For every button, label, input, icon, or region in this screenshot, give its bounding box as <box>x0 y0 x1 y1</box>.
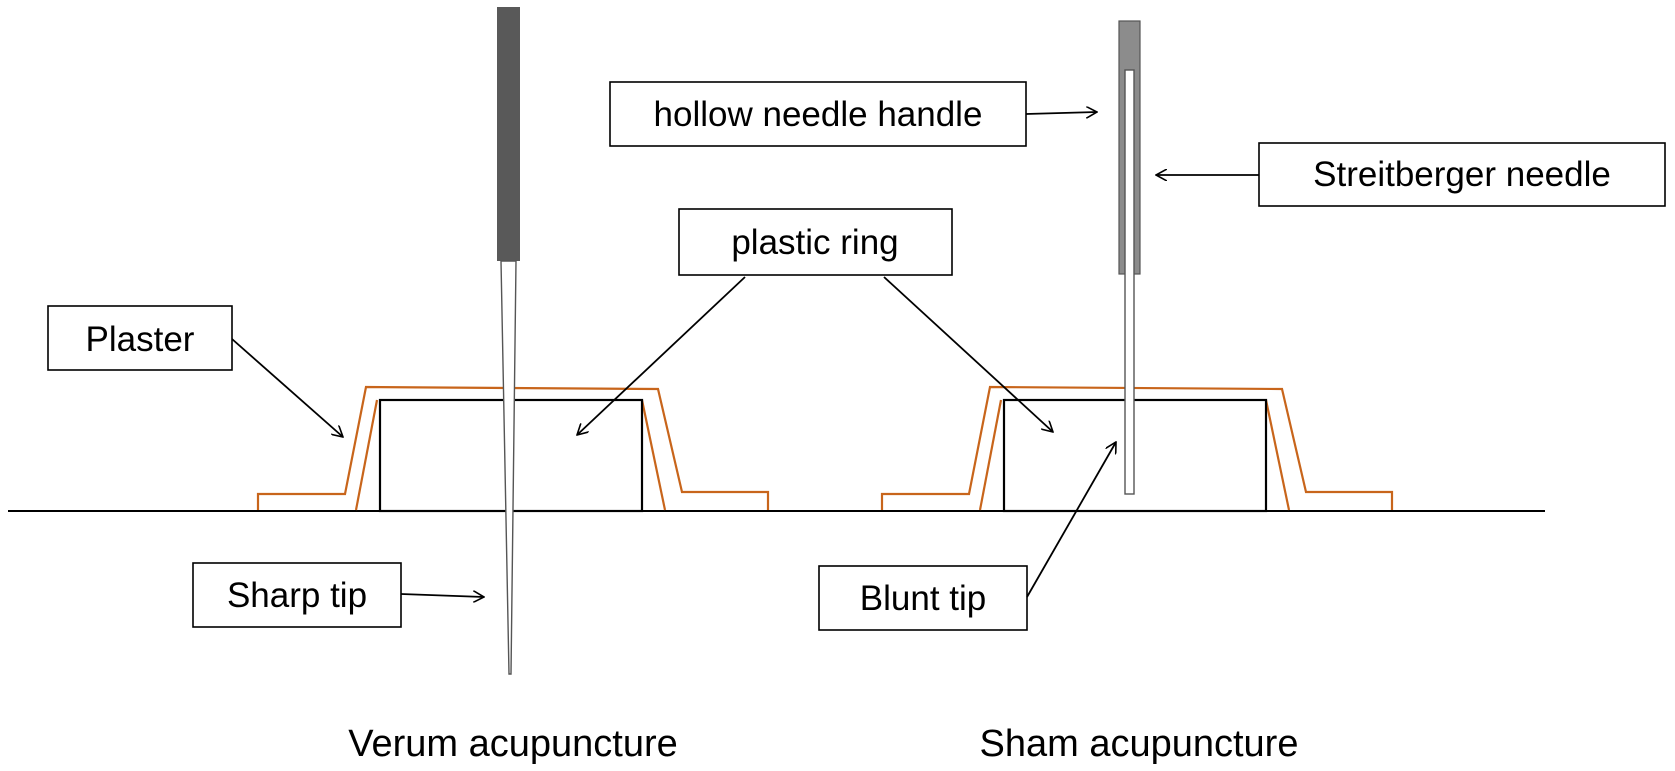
plaster-right <box>880 385 1394 510</box>
label-plastic-ring: plastic ring <box>577 208 1053 435</box>
hollow-needle-handle-text: hollow needle handle <box>654 95 983 134</box>
label-sharp-tip: Sharp tip <box>192 562 484 628</box>
plaster-right-inner-right <box>1264 399 1291 511</box>
sharp-tip-text: Sharp tip <box>227 576 367 615</box>
plastic-ring-arrow-left <box>577 276 746 435</box>
plaster-left-inner-right <box>640 399 667 511</box>
verum-needle-shaft <box>500 260 517 675</box>
plaster-right-inner <box>978 399 1003 511</box>
blunt-tip-arrow <box>1026 442 1116 598</box>
verum-assembly <box>256 7 770 675</box>
streitberger-needle-shaft <box>1124 69 1135 495</box>
streitberger-needle-text: Streitberger needle <box>1313 155 1611 194</box>
verum-needle-handle <box>497 7 520 261</box>
sham-assembly <box>880 20 1394 513</box>
label-blunt-tip: Blunt tip <box>818 442 1116 631</box>
plastic-ring-arrow-right <box>883 276 1053 432</box>
plaster-left-inner <box>354 399 379 511</box>
sharp-tip-arrow <box>400 594 484 597</box>
hollow-needle-handle-arrow <box>1025 112 1097 114</box>
plastic-ring-text: plastic ring <box>731 223 898 262</box>
caption-sham-acupuncture: Sham acupuncture <box>980 723 1299 765</box>
label-plaster: Plaster <box>47 305 343 437</box>
label-hollow-needle-handle: hollow needle handle <box>609 81 1097 147</box>
plaster-text: Plaster <box>86 320 195 359</box>
label-streitberger-needle: Streitberger needle <box>1156 142 1666 207</box>
blunt-tip-text: Blunt tip <box>860 579 986 618</box>
plastic-ring-right <box>1002 398 1268 513</box>
plaster-arrow <box>231 338 343 437</box>
caption-verum-acupuncture: Verum acupuncture <box>348 723 678 765</box>
